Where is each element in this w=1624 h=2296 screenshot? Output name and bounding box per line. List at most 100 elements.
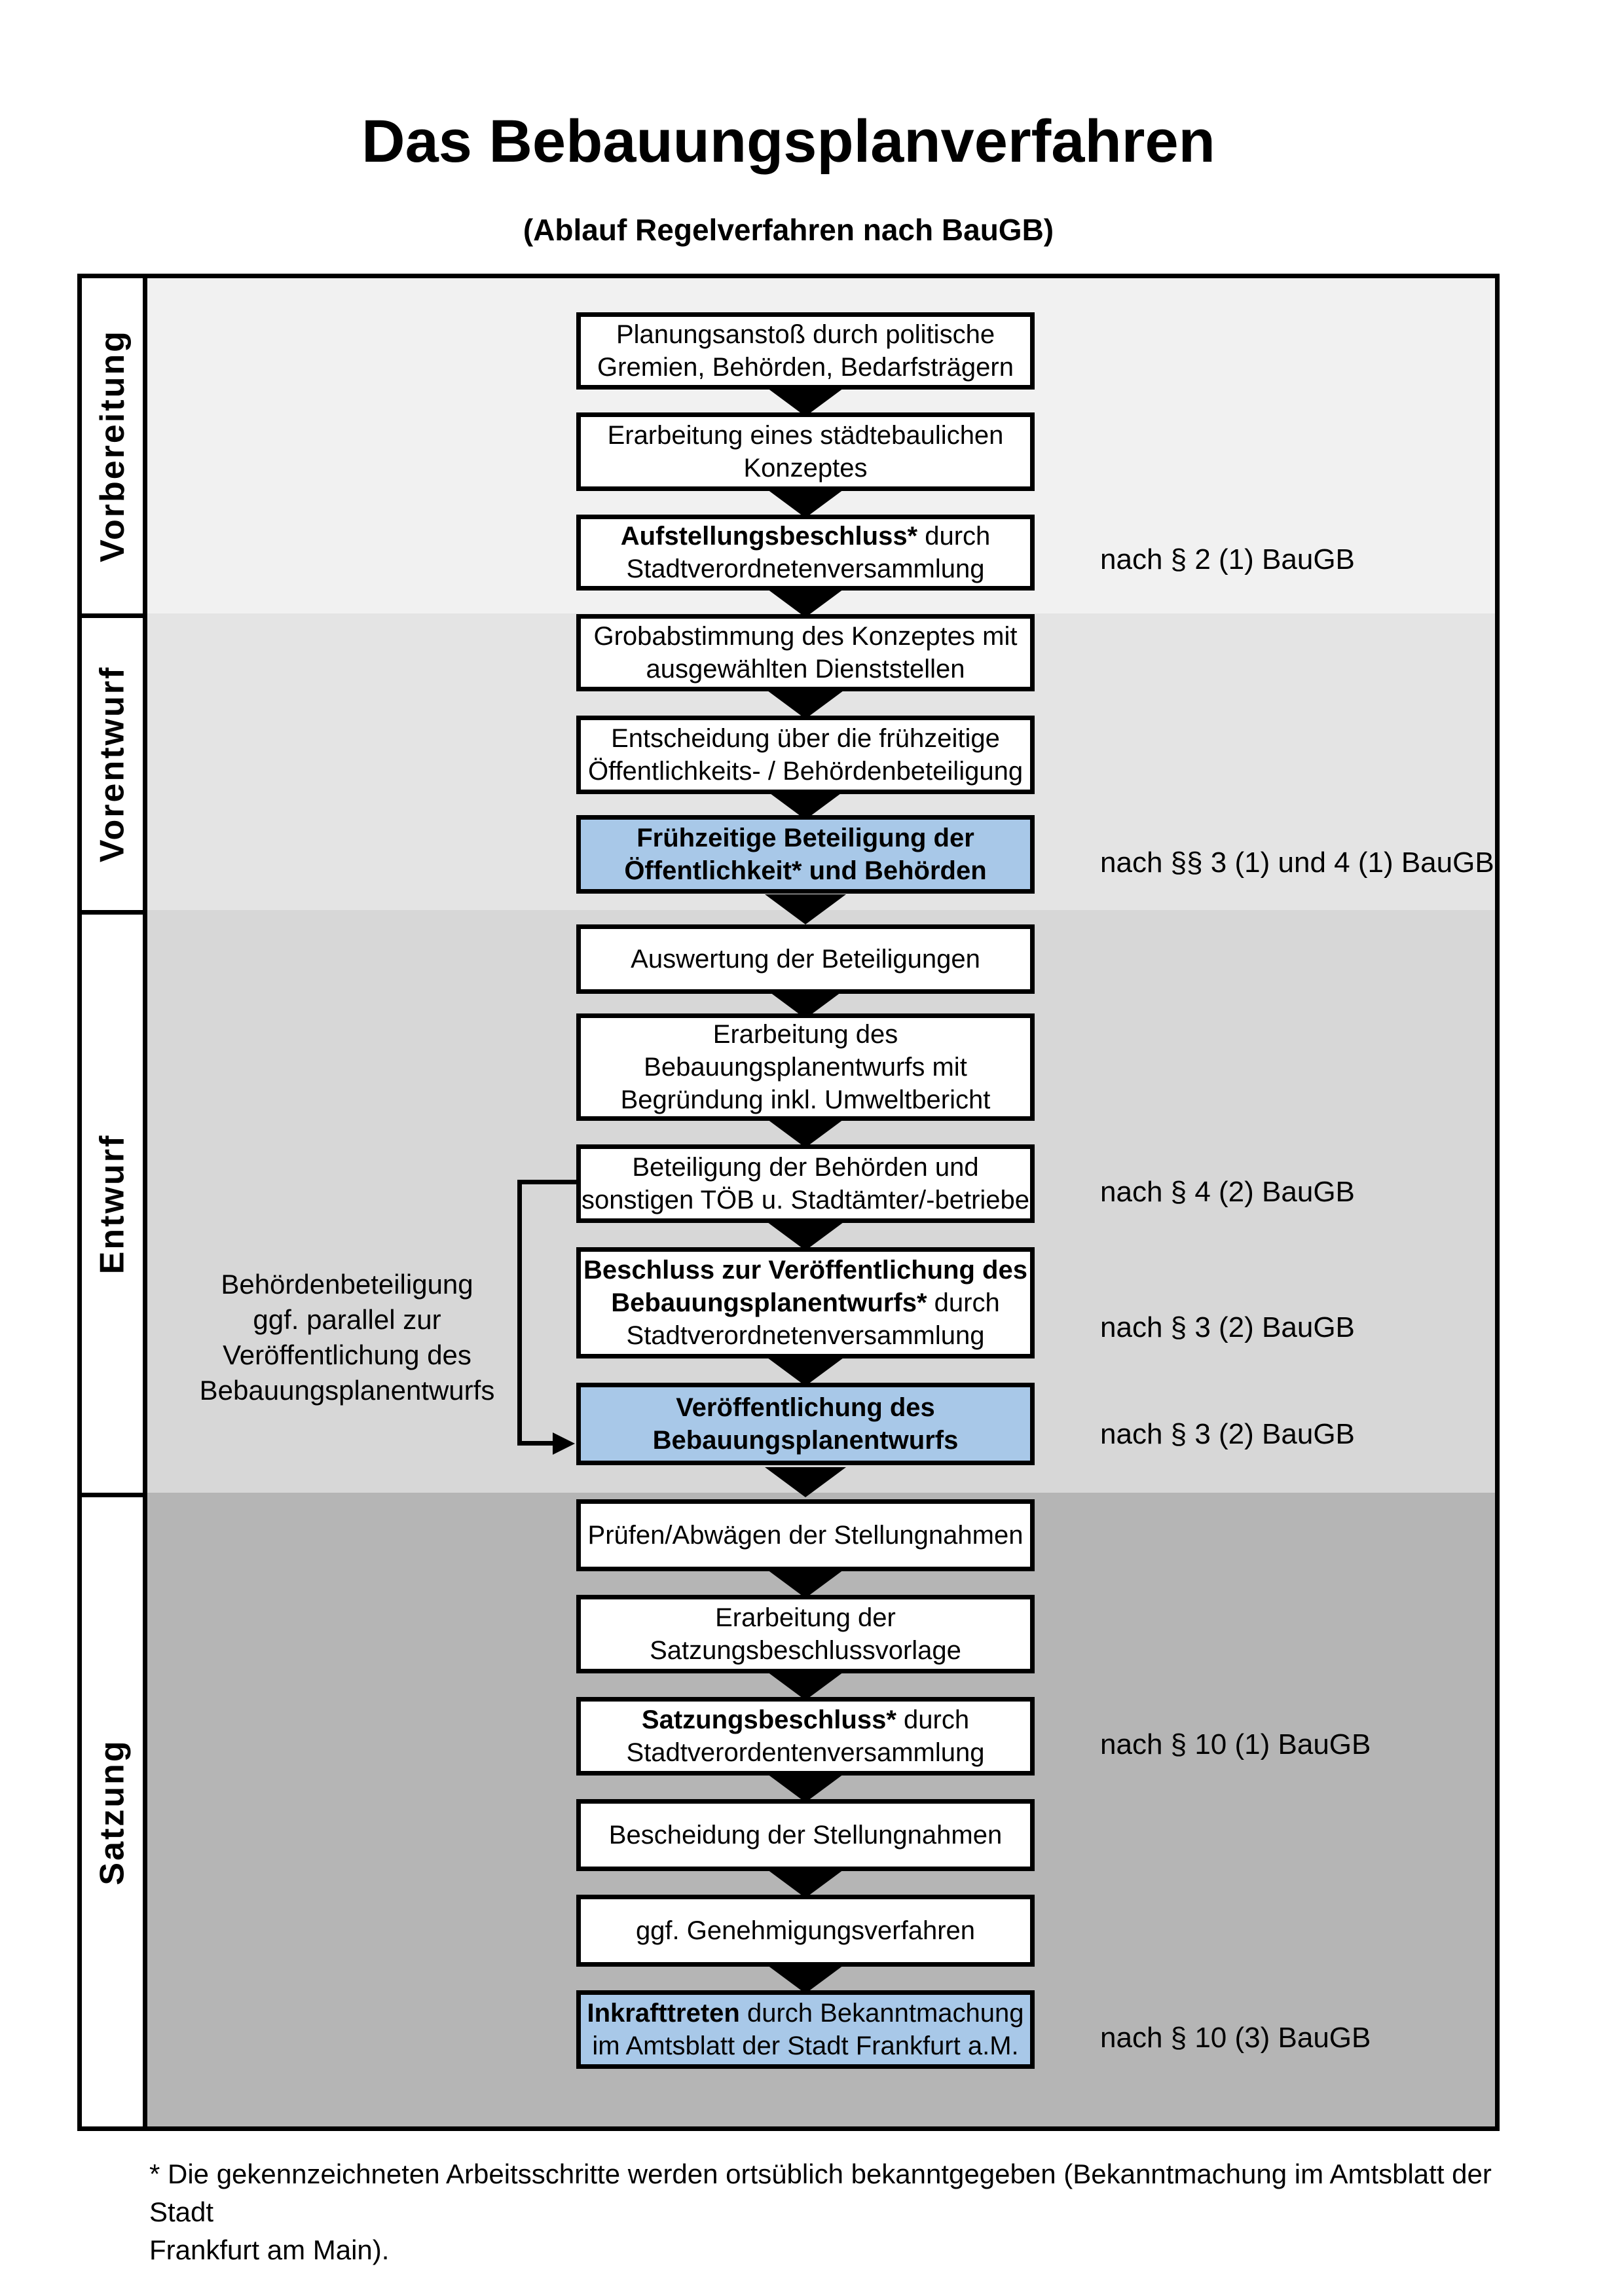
phase-cell-satzung: Satzung: [77, 1493, 147, 2131]
box-line: Bebauungsplanentwurfs mit: [644, 1051, 967, 1084]
phase-cell-vorbereitung: Vorbereitung: [77, 274, 147, 618]
box-line: Aufstellungsbeschluss* durch: [621, 520, 991, 553]
side-note-line: Veröffentlichung des: [223, 1339, 471, 1370]
down-arrow-icon: [765, 1772, 846, 1802]
phase-label: Satzung: [93, 1738, 132, 1886]
box-text-bold: Inkrafttreten: [587, 1999, 740, 2028]
phase-cell-entwurf: Entwurf: [77, 910, 147, 1497]
box-text: Erarbeitung eines städtebaulichen: [607, 421, 1004, 450]
box-text: sonstigen TÖB u. Stadtämter/-betriebe: [581, 1186, 1030, 1214]
page-subtitle: (Ablauf Regelverfahren nach BauGB): [523, 213, 1054, 247]
box-text: im Amtsblatt der Stadt Frankfurt a.M.: [592, 2032, 1019, 2060]
side-note-line: Bebauungsplanentwurfs: [199, 1375, 495, 1406]
phase-label: Entwurf: [93, 1133, 132, 1274]
phase-label: Vorentwurf: [93, 665, 132, 863]
box-text: Begründung inkl. Umweltbericht: [620, 1085, 991, 1114]
box-line: Prüfen/Abwägen der Stellungnahmen: [588, 1519, 1024, 1552]
flow-box: ggf. Genehmigungsverfahren: [576, 1895, 1035, 1967]
phase-label: Vorbereitung: [93, 329, 132, 562]
legal-reference-annotation: nach § 2 (1) BauGB: [1100, 543, 1355, 575]
box-text-bold: Satzungsbeschluss*: [641, 1705, 896, 1734]
box-line: Bescheidung der Stellungnahmen: [609, 1819, 1002, 1851]
footnote: * Die gekennzeichneten Arbeitsschritte w…: [149, 2159, 1492, 2265]
side-note-line: ggf. parallel zur: [253, 1304, 441, 1335]
box-line: Inkrafttreten durch Bekanntmachung: [587, 1997, 1024, 2030]
legal-reference-annotation: nach § 10 (3) BauGB: [1100, 2022, 1371, 2054]
down-arrow-icon: [765, 587, 846, 617]
box-text: Prüfen/Abwägen der Stellungnahmen: [587, 1521, 1024, 1550]
box-text-bold: Veröffentlichung des: [676, 1393, 935, 1422]
box-line: Satzungsbeschlussvorlage: [650, 1634, 961, 1667]
down-arrow-icon: [765, 1568, 846, 1598]
box-text: Stadtverordnetenversammlung: [626, 1321, 985, 1350]
legal-reference-annotation: nach § 10 (1) BauGB: [1100, 1728, 1371, 1760]
box-text: Entscheidung über die frühzeitige: [611, 724, 1000, 753]
box-line: Beteiligung der Behörden und: [632, 1151, 978, 1184]
box-line: Gremien, Behörden, Bedarfsträgern: [597, 351, 1014, 384]
down-arrow-icon: [765, 1220, 846, 1250]
elbow-connector-bottom-stub: [517, 1441, 554, 1446]
box-line: Entscheidung über die frühzeitige: [611, 722, 1000, 755]
box-text: durch: [917, 522, 991, 551]
box-line: Begründung inkl. Umweltbericht: [621, 1084, 991, 1116]
box-line: Satzungsbeschluss* durch: [642, 1704, 969, 1736]
side-note-line: Behördenbeteiligung: [221, 1269, 473, 1300]
box-text: Bescheidung der Stellungnahmen: [608, 1821, 1003, 1850]
box-line: Bebauungsplanentwurfs* durch: [611, 1286, 999, 1319]
box-text: ausgewählten Dienststellen: [646, 655, 965, 683]
box-line: Erarbeitung eines städtebaulichen: [608, 419, 1004, 452]
page-title: Das Bebauungsplanverfahren: [361, 108, 1215, 175]
flow-box: Beteiligung der Behörden und sonstigen TÖ…: [576, 1144, 1035, 1223]
down-arrow-icon: [765, 1868, 846, 1898]
flow-box: Bescheidung der Stellungnahmen: [576, 1799, 1035, 1871]
box-line: Erarbeitung der: [715, 1601, 896, 1634]
box-text: durch: [896, 1705, 970, 1734]
box-text: Konzeptes: [743, 454, 868, 483]
box-text-bold: Bebauungsplanentwurfs: [652, 1426, 959, 1455]
flow-box: Auswertung der Beteiligungen: [576, 924, 1035, 994]
down-arrow-icon: [765, 688, 846, 719]
box-text: Bebauungsplanentwurfs mit: [644, 1053, 967, 1082]
down-arrow-icon: [765, 790, 846, 820]
box-line: im Amtsblatt der Stadt Frankfurt a.M.: [592, 2030, 1018, 2062]
box-text-bold: Aufstellungsbeschluss*: [620, 522, 918, 551]
box-line: ausgewählten Dienststellen: [646, 653, 965, 685]
box-line: Grobabstimmung des Konzeptes mit: [594, 620, 1018, 653]
down-arrow-icon: [765, 1963, 846, 1994]
down-arrow-icon: [765, 1355, 846, 1386]
box-text: Stadtverordnetenversammlung: [626, 555, 985, 583]
down-arrow-icon: [765, 1670, 846, 1700]
box-line: Beschluss zur Veröffentlichung des: [583, 1254, 1027, 1286]
box-text: Erarbeitung des: [712, 1020, 898, 1049]
box-text: Beteiligung der Behörden und: [632, 1153, 979, 1182]
box-line: Öffentlichkeit* und Behörden: [624, 854, 986, 887]
down-arrow-icon: [765, 386, 846, 416]
box-line: ggf. Genehmigungsverfahren: [636, 1914, 975, 1947]
box-text-bold: Frühzeitige Beteiligung der: [637, 824, 974, 852]
box-text: Auswertung der Beteiligungen: [631, 945, 980, 974]
box-line: Konzeptes: [743, 452, 867, 484]
elbow-connector-arrowhead-icon: [553, 1432, 575, 1455]
down-arrow-icon: [765, 488, 846, 518]
box-line: Bebauungsplanentwurfs: [653, 1424, 959, 1457]
box-text: Öffentlichkeits- / Behördenbeteiligung: [587, 757, 1024, 786]
box-text-bold: Öffentlichkeit* und Behörden: [624, 856, 987, 885]
box-line: Planungsanstoß durch politische: [616, 318, 995, 351]
box-line: sonstigen TÖB u. Stadtämter/-betriebe: [581, 1184, 1029, 1216]
box-line: Veröffentlichung des: [676, 1391, 935, 1424]
box-line: Erarbeitung des: [713, 1018, 898, 1051]
box-text: durch Bekanntmachung: [739, 1999, 1024, 2028]
box-text: Grobabstimmung des Konzeptes mit: [593, 622, 1018, 651]
legal-reference-annotation: nach § 4 (2) BauGB: [1100, 1176, 1355, 1208]
box-text: Satzungsbeschlussvorlage: [650, 1636, 961, 1665]
box-text: durch: [927, 1288, 1000, 1317]
